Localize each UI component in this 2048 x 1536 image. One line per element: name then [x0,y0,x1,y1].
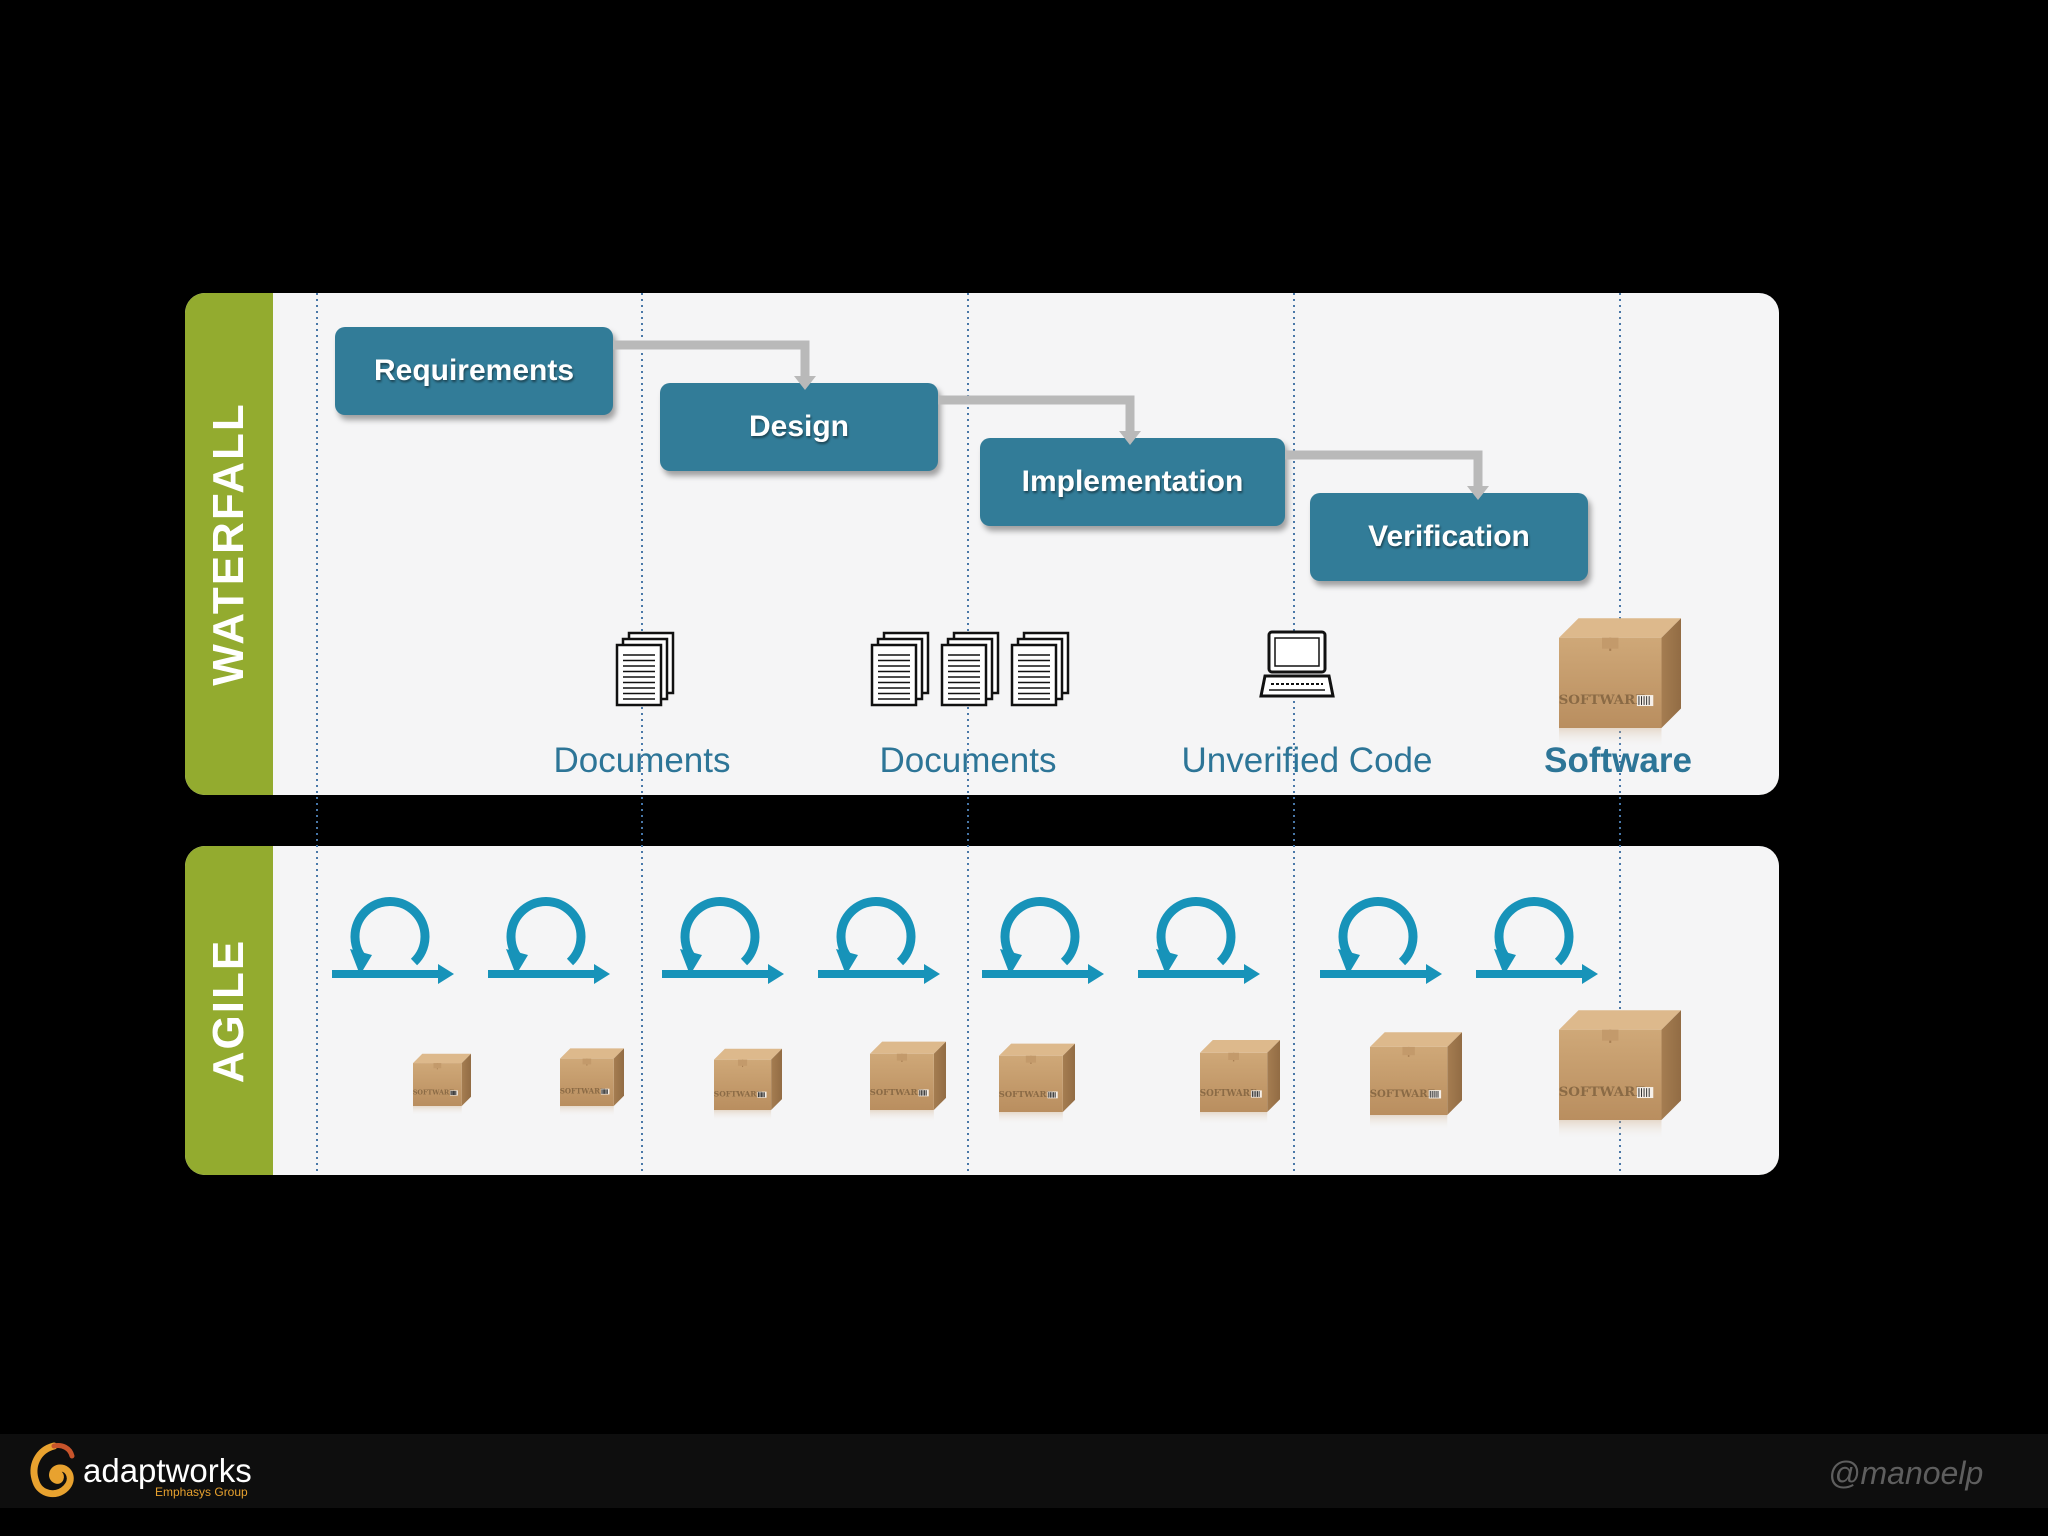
brand-tagline: Emphasys Group [155,1485,248,1499]
agile-band: AGILE [185,846,273,1175]
waterfall-panel: WATERFALL Requirements Design Implementa… [185,293,1779,795]
waterfall-label: WATERFALL [204,402,253,686]
artifact-label-documents-2: Documents [879,741,1057,780]
phase-design: Design [660,383,938,471]
phase-verification: Verification [1310,493,1588,581]
waterfall-band: WATERFALL [185,293,273,795]
phase-requirements: Requirements [335,327,613,415]
agile-panel: AGILE [185,846,1779,1175]
artifact-label-documents-1: Documents [553,741,731,780]
footer-bar [0,1434,2048,1508]
artifact-label-software: Software [1544,741,1692,780]
adaptworks-logo-icon [30,1442,75,1498]
agile-label: AGILE [204,938,253,1083]
brand-name: adaptworks [83,1452,252,1489]
author-handle: @manoelp [1828,1455,1984,1491]
phase-implementation: Implementation [980,438,1285,526]
artifact-label-unverified-code: Unverified Code [1181,741,1433,780]
